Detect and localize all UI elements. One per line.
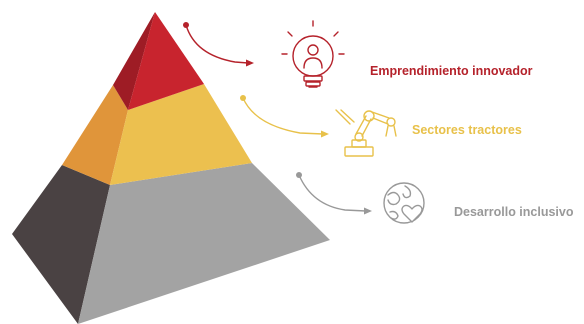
level-label-middle: Sectores tractores bbox=[412, 123, 522, 137]
robotic-arm-icon bbox=[335, 109, 397, 157]
pyramid-top-left-face bbox=[113, 12, 155, 110]
level-label-top: Emprendimiento innovador bbox=[370, 64, 533, 78]
pyramid-bottom-right-face bbox=[78, 163, 330, 324]
lightbulb-person-icon bbox=[281, 20, 345, 88]
connector-middle bbox=[240, 95, 329, 138]
connector-bottom bbox=[296, 172, 372, 215]
pyramid-bottom-left-face bbox=[12, 165, 110, 324]
globe-heart-icon bbox=[383, 182, 425, 224]
connector-top bbox=[183, 22, 254, 67]
pyramid-top-right-face bbox=[128, 12, 204, 110]
level-label-bottom: Desarrollo inclusivo bbox=[454, 205, 574, 219]
pyramid-middle-left-face bbox=[62, 85, 128, 185]
pyramid-middle-right-face bbox=[110, 84, 252, 185]
